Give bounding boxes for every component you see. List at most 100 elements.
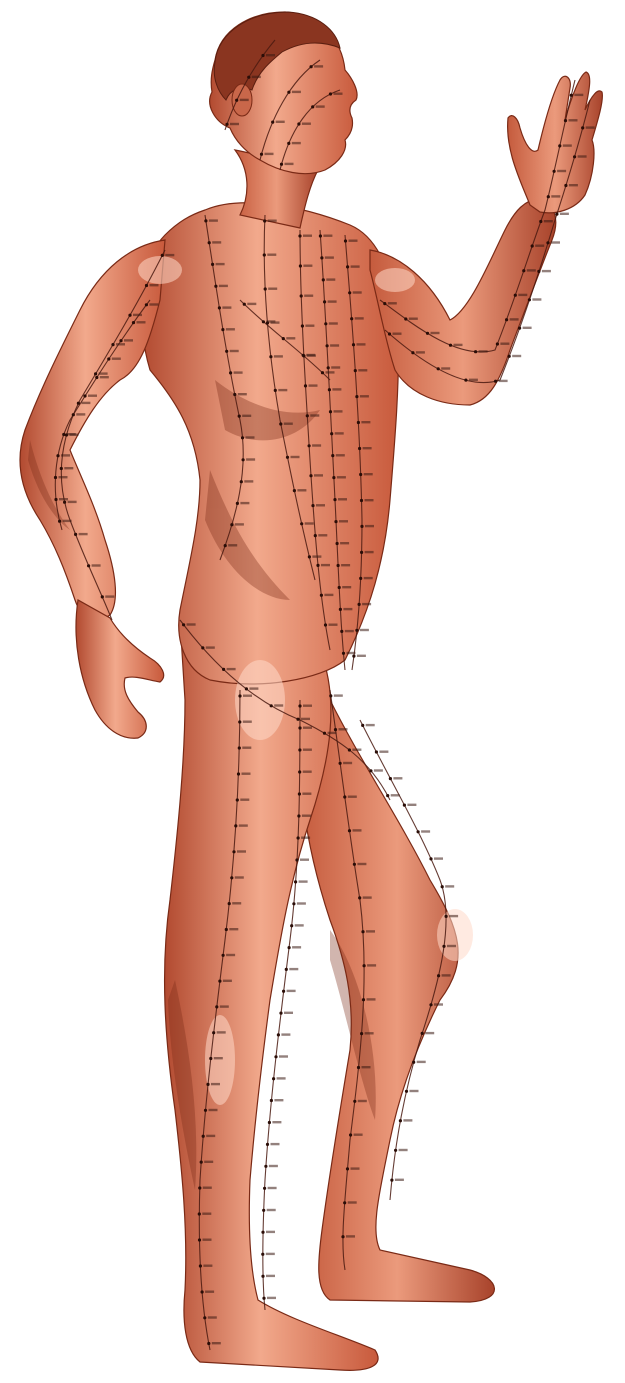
- acupoint-label-mark: [67, 433, 76, 435]
- acupoint-label-mark: [449, 915, 458, 917]
- acupoint-dot: [282, 990, 285, 993]
- acupoint-dot: [297, 836, 300, 839]
- acupoint-label-mark: [92, 564, 101, 566]
- acupoint-label-mark: [219, 285, 228, 287]
- acupoint-label-mark: [578, 155, 587, 157]
- acupoint-label-mark: [447, 945, 456, 947]
- acupoint-dot: [261, 1231, 264, 1234]
- acupoint-dot: [394, 1149, 397, 1152]
- acupoint-label-mark: [330, 344, 339, 346]
- acupoint-dot: [290, 924, 293, 927]
- acupoint-dot: [206, 1083, 209, 1086]
- acupoint-label-mark: [409, 318, 418, 320]
- acupoint-label-mark: [312, 444, 321, 446]
- acupoint-label-mark: [395, 1179, 404, 1181]
- acupoint-dot: [309, 474, 312, 477]
- acupoint-dot: [224, 544, 227, 547]
- acupoint-label-mark: [206, 646, 215, 648]
- acupoint-label-mark: [63, 520, 72, 522]
- acupoint-label-mark: [363, 896, 372, 898]
- acupoint-dot: [214, 285, 217, 288]
- acupoint-label-mark: [243, 721, 252, 723]
- acupoint-label-mark: [310, 414, 319, 416]
- acupoint-label-mark: [297, 902, 306, 904]
- acupoint-dot: [230, 876, 233, 879]
- acupoint-dot: [429, 1003, 432, 1006]
- acupoint-label-mark: [266, 1231, 275, 1233]
- acupoint-label-mark: [542, 270, 551, 272]
- acupoint-label-mark: [105, 595, 114, 597]
- acupoint-dot: [287, 91, 290, 94]
- acupoint-dot: [411, 351, 414, 354]
- acupoint-dot: [505, 318, 508, 321]
- acupoint-label-mark: [68, 501, 77, 503]
- acupoint-dot: [339, 608, 342, 611]
- acupoint-dot: [201, 646, 204, 649]
- acupoint-dot: [234, 824, 237, 827]
- acupoint-label-mark: [351, 1167, 360, 1169]
- acupoint-dot: [300, 294, 303, 297]
- acupoint-label-mark: [569, 184, 578, 186]
- acupoint-label-mark: [551, 241, 560, 243]
- acupoint-label-mark: [203, 1265, 212, 1267]
- acupoint-label-mark: [237, 850, 246, 852]
- acupoint-label-mark: [230, 123, 239, 125]
- acupoint-dot: [573, 155, 576, 158]
- acupoint-dot: [323, 300, 326, 303]
- acupoint-dot: [555, 213, 558, 216]
- acupoint-label-mark: [217, 1031, 226, 1033]
- acupoint-dot: [209, 1057, 212, 1060]
- acupoint-dot: [119, 339, 122, 342]
- acupoint-label-mark: [272, 1121, 281, 1123]
- acupoint-dot: [564, 119, 567, 122]
- acupoint-label-mark: [324, 594, 333, 596]
- acupoint-dot: [298, 234, 301, 237]
- acupoint-label-mark: [416, 351, 425, 353]
- acupoint-label-mark: [276, 121, 285, 123]
- acupoint-dot: [330, 432, 333, 435]
- acupoint-dot: [344, 239, 347, 242]
- acupoint-dot: [341, 1235, 344, 1238]
- acupoint-dot: [243, 303, 246, 306]
- acupoint-label-mark: [240, 502, 249, 504]
- acupoint-dot: [298, 792, 301, 795]
- acupoint-dot: [355, 629, 358, 632]
- acupoint-dot: [63, 501, 66, 504]
- acupoint-label-mark: [285, 163, 294, 165]
- acupoint-dot: [449, 344, 452, 347]
- acupoint-dot: [261, 1275, 264, 1278]
- acupoint-dot: [441, 885, 444, 888]
- right-hand: [508, 72, 603, 213]
- acupoint-dot: [323, 732, 326, 735]
- acupoint-dot: [271, 121, 274, 124]
- acupoint-dot: [293, 489, 296, 492]
- acupoint-label-mark: [334, 93, 343, 95]
- acupoint-dot: [531, 244, 534, 247]
- acupoint-label-mark: [362, 1066, 371, 1068]
- acupoint-dot: [360, 1032, 363, 1035]
- acupoint-dot: [263, 219, 266, 222]
- acupoint-dot: [539, 220, 542, 223]
- acupoint-dot: [421, 1032, 424, 1035]
- acupoint-label-mark: [300, 859, 309, 861]
- acupoint-label-mark: [266, 1275, 275, 1277]
- acupoint-dot: [388, 332, 391, 335]
- acupoint-label-mark: [500, 343, 509, 345]
- acupoint-label-mark: [59, 476, 68, 478]
- acupoint-label-mark: [391, 794, 400, 796]
- acupoint-dot: [494, 380, 497, 383]
- acupoint-label-mark: [512, 355, 521, 357]
- acupoint-label-mark: [365, 551, 374, 553]
- acupoint-label-mark: [358, 1100, 367, 1102]
- acupoint-label-mark: [341, 564, 350, 566]
- acupoint-dot: [514, 294, 517, 297]
- acupoint-label-mark: [353, 829, 362, 831]
- acupoint-label-mark: [316, 105, 325, 107]
- acupoint-dot: [404, 317, 407, 320]
- acupoint-dot: [343, 1201, 346, 1204]
- acupoint-dot: [230, 523, 233, 526]
- acupoint-dot: [282, 337, 285, 340]
- acupoint-label-mark: [499, 380, 508, 382]
- acupoint-dot: [263, 1187, 266, 1190]
- acupoint-dot: [56, 454, 59, 457]
